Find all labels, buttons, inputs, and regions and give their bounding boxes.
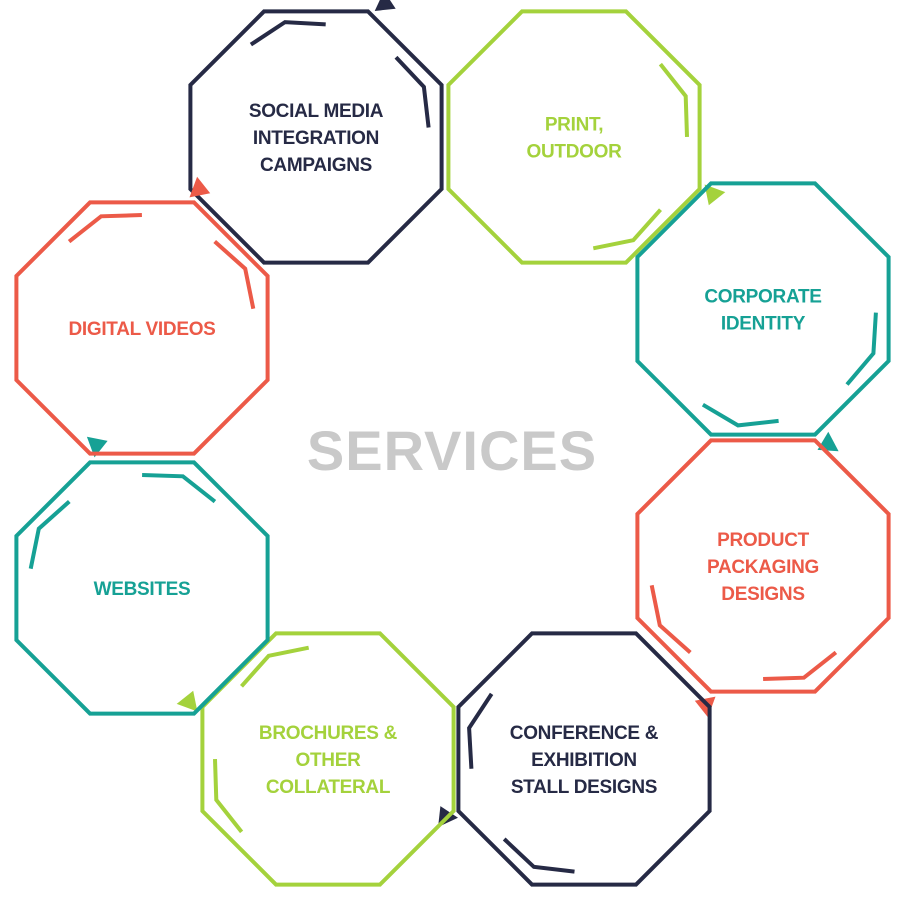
inner-outline [67, 213, 256, 310]
node-label-line: DIGITAL VIDEOS [68, 319, 215, 340]
arrow-icon [189, 176, 211, 198]
node-print-outdoor: PRINT, OUTDOOR [446, 9, 726, 265]
node-label-line: PRINT, [545, 115, 603, 136]
node-label-line: CAMPAIGNS [260, 155, 372, 176]
node-label-line: CONFERENCE & [510, 723, 659, 744]
node-label-line: PRODUCT [717, 530, 810, 551]
arrow-icon [374, 0, 396, 11]
center-title: SERVICES [307, 419, 597, 482]
inner-outline [592, 62, 689, 251]
arrow-icon [86, 436, 108, 458]
node-label-line: COLLATERAL [266, 777, 391, 798]
octagon-outline [635, 181, 891, 437]
node-label-line: SOCIAL MEDIA [249, 101, 384, 122]
node-product-packaging: PRODUCT PACKAGING DESIGNS [635, 438, 891, 718]
octagon-outline [14, 200, 270, 456]
node-websites: WEBSITES [14, 436, 270, 716]
inner-outline [28, 473, 217, 570]
node-label-line: OUTDOOR [526, 142, 622, 163]
node-label-line: STALL DESIGNS [511, 777, 657, 798]
arrow-icon [704, 184, 726, 206]
inner-outline [649, 584, 838, 681]
octagon-outline [14, 460, 270, 716]
node-label-line: OTHER [295, 750, 361, 771]
node-label-line: DESIGNS [721, 584, 804, 605]
octagon-nodes: SOCIAL MEDIA INTEGRATION CAMPAIGNS PRINT, OU… [14, 0, 891, 887]
node-corporate-identity: CORPORATE IDENTITY [635, 181, 891, 452]
node-digital-videos: DIGITAL VIDEOS [14, 176, 270, 456]
inner-outline [249, 20, 431, 128]
node-label-line: EXHIBITION [531, 750, 637, 771]
inner-outline [467, 692, 575, 874]
node-label-line: WEBSITES [94, 579, 191, 600]
inner-outline [701, 312, 878, 428]
node-brochures: BROCHURES & OTHER COLLATERAL [176, 631, 456, 887]
node-conference-exhibition: CONFERENCE & EXHIBITION STALL DESIGNS [438, 631, 712, 887]
octagon-outline [456, 631, 712, 887]
node-label-line: IDENTITY [721, 314, 806, 335]
node-label-line: INTEGRATION [253, 128, 379, 149]
arrow-icon [694, 696, 716, 718]
arrow-icon [176, 690, 198, 712]
inner-outline [213, 645, 310, 834]
octagon-outline [188, 9, 444, 265]
octagon-outline [446, 9, 702, 265]
node-label-line: BROCHURES & [259, 723, 398, 744]
octagon-outline [635, 438, 891, 694]
node-label-line: CORPORATE [704, 287, 821, 308]
node-social-media: SOCIAL MEDIA INTEGRATION CAMPAIGNS [188, 0, 444, 265]
node-label-line: PACKAGING [707, 557, 819, 578]
